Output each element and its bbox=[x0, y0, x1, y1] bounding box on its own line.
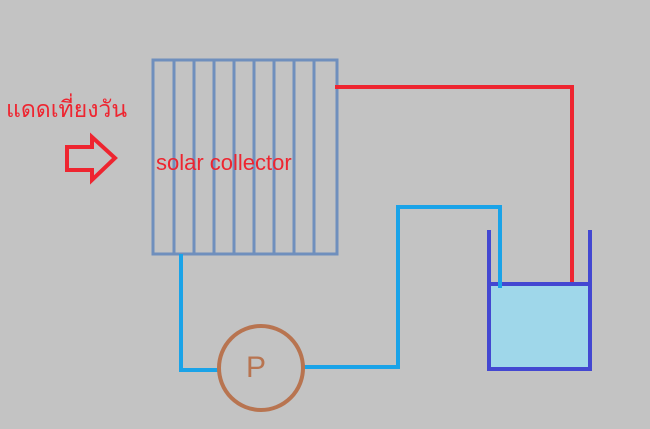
cold-water-supply-pipe bbox=[179, 254, 218, 372]
collector-frame bbox=[151, 58, 339, 256]
pump-label: P bbox=[246, 351, 267, 384]
collector-label: solar collector bbox=[156, 150, 292, 175]
hot-water-pipe bbox=[335, 85, 574, 288]
sunlight-arrow-icon bbox=[65, 132, 118, 185]
cold-water-return-pipe bbox=[303, 205, 502, 369]
pump bbox=[217, 324, 305, 412]
storage-tank bbox=[487, 230, 592, 371]
solar-collector bbox=[151, 58, 339, 256]
sunlight-label: แดดเที่ยงวัน bbox=[6, 97, 128, 123]
tank-water bbox=[487, 282, 592, 371]
